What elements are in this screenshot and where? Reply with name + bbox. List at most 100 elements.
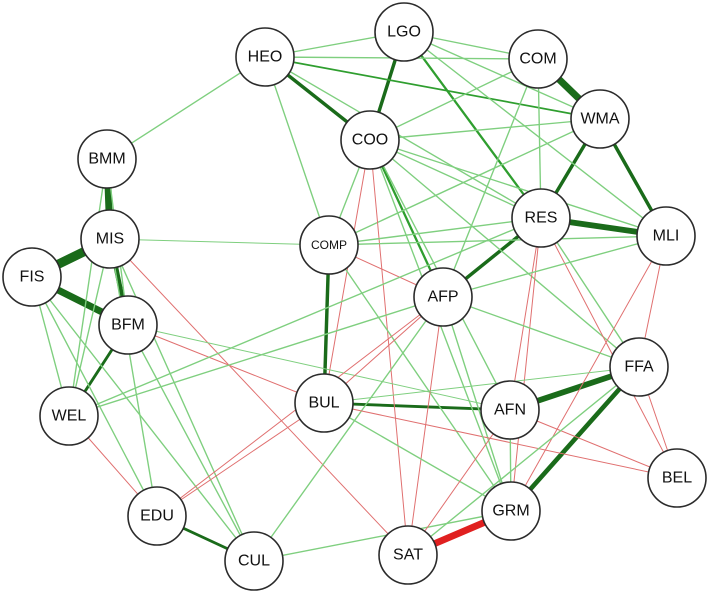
edge-mis-edu [109, 238, 158, 517]
node-comp: COMP [299, 215, 359, 275]
edge-bfm-cul [127, 324, 255, 562]
node-bfm: BFM [98, 295, 158, 355]
edge-bmm-wel [68, 158, 108, 417]
edge-bul-bel [323, 402, 678, 479]
node-label: COMP [311, 238, 347, 252]
node-label: WMA [580, 111, 619, 128]
edge-afp-ffa [442, 296, 640, 368]
node-label: HEO [248, 49, 283, 66]
node-circle [647, 448, 707, 508]
node-label: GRM [492, 503, 529, 520]
node-afn: AFN [480, 380, 540, 440]
node-label: BMM [88, 151, 125, 168]
edge-wma-coo [369, 118, 601, 141]
node-label: FFA [624, 359, 654, 376]
node-heo: HEO [235, 27, 295, 87]
node-bul: BUL [294, 373, 354, 433]
edge-res-afn [509, 217, 542, 411]
node-label: SAT [393, 547, 423, 564]
edge-res-grm [510, 217, 542, 512]
edge-fis-edu [31, 276, 158, 517]
edge-heo-comp [264, 56, 330, 246]
edge-mis-sat [109, 238, 409, 556]
node-lgo: LGO [374, 2, 434, 62]
edge-wma-comp [328, 118, 601, 246]
node-sat: SAT [378, 525, 438, 585]
edge-afp-cul [253, 296, 444, 562]
edge-fis-cul [31, 276, 255, 562]
edge-afp-sat [407, 296, 444, 556]
node-label: COM [519, 51, 556, 68]
node-label: AFP [427, 289, 458, 306]
node-circle [98, 295, 158, 355]
node-mis: MIS [80, 209, 140, 269]
node-circle [127, 486, 187, 546]
edge-coo-ffa [369, 139, 640, 368]
edge-afn-bel [509, 409, 678, 479]
edge-com-coo [369, 58, 539, 141]
edge-comp-mli [328, 235, 667, 246]
edge-sat-ffa [407, 366, 640, 556]
edge-bfm-afn [127, 324, 511, 411]
edge-coo-mli [369, 139, 667, 237]
node-label: MLI [653, 228, 680, 245]
edge-bul-ffa [323, 366, 640, 404]
node-bel: BEL [647, 448, 707, 508]
edge-lgo-wma [403, 31, 601, 120]
edge-coo-res [369, 139, 542, 219]
node-circle [378, 525, 438, 585]
node-label: MIS [96, 231, 124, 248]
node-label: CUL [238, 553, 270, 570]
edge-afp-grm [442, 296, 512, 512]
node-circle [224, 531, 284, 591]
node-edu: EDU [127, 486, 187, 546]
node-circle [508, 29, 568, 89]
node-circle [570, 89, 630, 149]
node-label: BEL [662, 470, 692, 487]
node-label: FIS [20, 269, 45, 286]
edge-com-afp [442, 58, 539, 298]
edge-res-bel [540, 217, 678, 479]
node-label: WEL [52, 408, 87, 425]
edge-comp-res [328, 217, 542, 246]
node-coo: COO [340, 110, 400, 170]
edge-comp-grm [328, 244, 512, 512]
node-label: BUL [308, 395, 339, 412]
node-circle [609, 337, 669, 397]
node-label: EDU [140, 508, 174, 525]
node-circle [636, 206, 696, 266]
edge-heo-wma [264, 56, 601, 120]
node-wma: WMA [570, 89, 630, 149]
node-res: RES [511, 188, 571, 248]
node-circle [77, 129, 137, 189]
edge-mli-afp [442, 235, 667, 298]
edge-cul-grm [253, 510, 512, 562]
node-label: BFM [111, 317, 145, 334]
node-circle [80, 209, 140, 269]
node-label: COO [352, 132, 388, 149]
edge-wel-afp [68, 296, 444, 417]
node-com: COM [508, 29, 568, 89]
edge-mli-grm [510, 235, 667, 512]
node-afp: AFP [413, 267, 473, 327]
edge-wel-res [68, 217, 542, 417]
node-circle [235, 27, 295, 87]
edge-bfm-bul [127, 324, 325, 404]
node-circle [374, 2, 434, 62]
edge-mis-wel [68, 238, 111, 417]
node-ffa: FFA [609, 337, 669, 397]
node-circle [39, 386, 99, 446]
node-cul: CUL [224, 531, 284, 591]
node-circle [2, 247, 62, 307]
node-fis: FIS [2, 247, 62, 307]
node-bmm: BMM [77, 129, 137, 189]
node-circle [481, 481, 541, 541]
node-circle [511, 188, 571, 248]
node-circle [299, 215, 359, 275]
node-circle [340, 110, 400, 170]
node-label: LGO [387, 24, 421, 41]
edge-edu-bul [156, 402, 325, 517]
edge-bul-grm [323, 402, 512, 512]
